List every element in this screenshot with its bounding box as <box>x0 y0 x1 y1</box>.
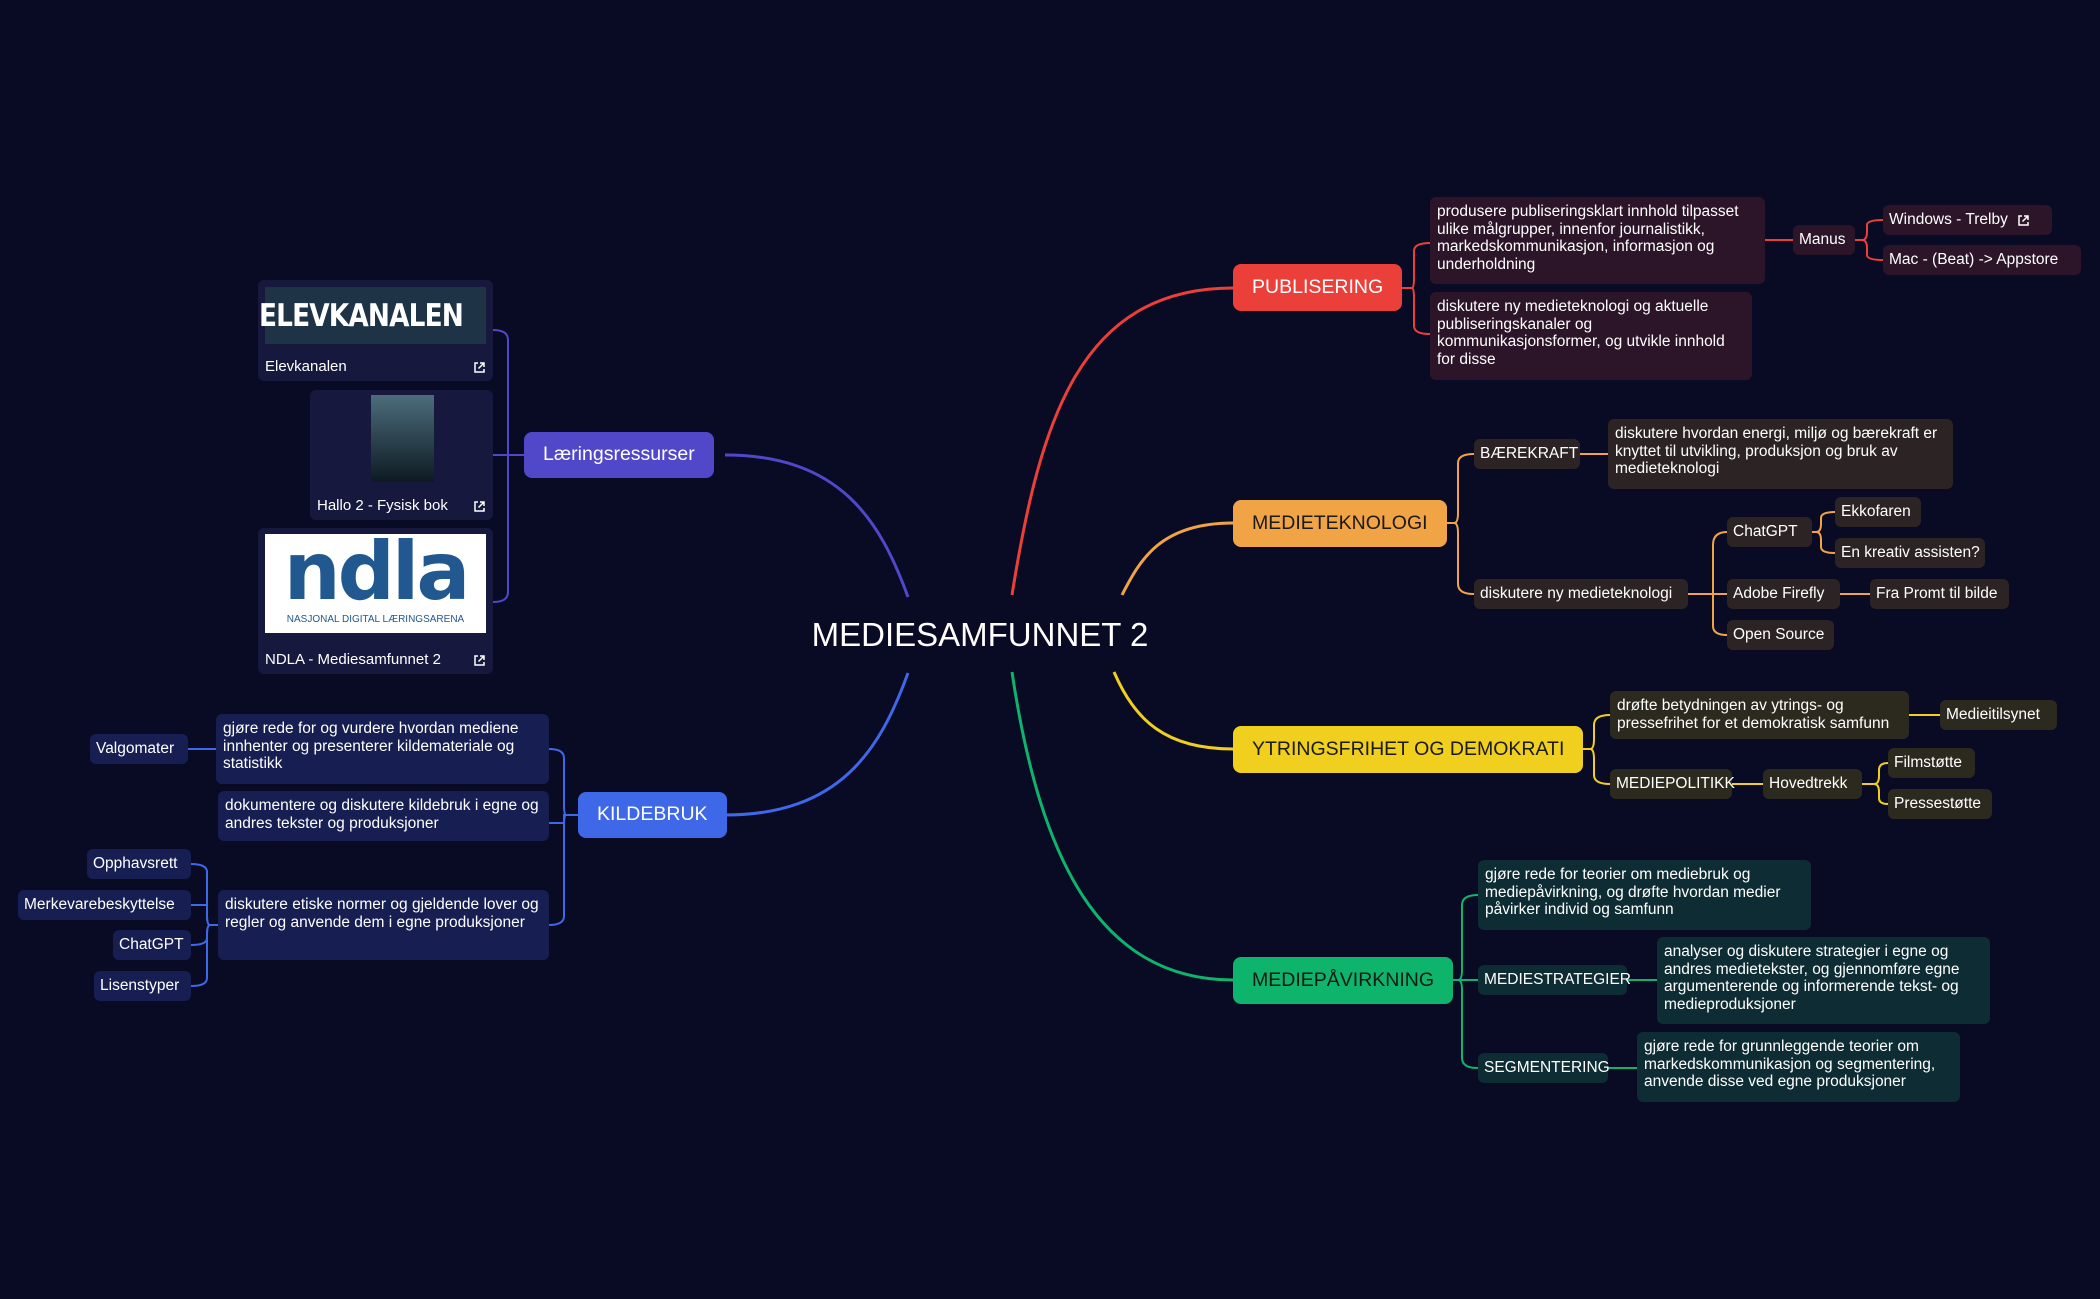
external-link-icon <box>474 655 485 666</box>
promt-til-bilde-node[interactable]: Fra Promt til bilde <box>1870 579 2009 609</box>
external-link-icon <box>474 362 485 373</box>
branch-publisering[interactable]: PUBLISERING <box>1233 264 1403 311</box>
mediepavirkning-goal[interactable]: gjøre rede for teorier om mediebruk og m… <box>1478 860 1811 930</box>
open-source-node[interactable]: Open Source <box>1727 620 1834 650</box>
ekkofaren-node[interactable]: Ekkofaren <box>1835 497 1921 527</box>
external-link-icon <box>474 501 485 512</box>
lisenstyper-node[interactable]: Lisenstyper <box>94 971 191 1001</box>
chatgpt-node[interactable]: ChatGPT <box>1727 517 1812 547</box>
windows-trelby-label: Windows - Trelby <box>1889 211 2008 229</box>
elevkanalen-label: Elevkanalen <box>265 358 347 375</box>
merkevarebeskyttelse-node[interactable]: Merkevarebeskyttelse <box>18 890 191 920</box>
chatgpt-kildebruk-node[interactable]: ChatGPT <box>113 930 191 960</box>
branch-laeringsressurser[interactable]: Læringsressurser <box>524 432 714 478</box>
branch-ytringsfrihet[interactable]: YTRINGSFRIHET OG DEMOKRATI <box>1233 726 1584 773</box>
ndla-card[interactable]: ndla NASJONAL DIGITAL LÆRINGSARENA NDLA … <box>258 528 493 674</box>
mediestrategier-node[interactable]: MEDIESTRATEGIER <box>1478 965 1631 995</box>
mediepolitikk-node[interactable]: MEDIEPOLITIKK <box>1610 769 1735 799</box>
elevkanalen-logo: ELEVKANALEN <box>259 287 486 344</box>
publisering-goal-1[interactable]: produsere publiseringsklart innhold tilp… <box>1430 197 1765 284</box>
ndla-logo: ndla NASJONAL DIGITAL LÆRINGSARENA <box>265 534 486 633</box>
hovedtrekk-node[interactable]: Hovedtrekk <box>1763 769 1862 799</box>
mediestrategier-goal[interactable]: analyser og diskutere strategier i egne … <box>1657 937 1990 1024</box>
ndla-label: NDLA - Mediesamfunnet 2 <box>265 651 441 668</box>
kreativ-assistent-node[interactable]: En kreativ assisten? <box>1835 538 1985 568</box>
pressestotte-node[interactable]: Pressestøtte <box>1888 789 1992 819</box>
filmstotte-node[interactable]: Filmstøtte <box>1888 748 1975 778</box>
baerekraft-goal[interactable]: diskutere hvordan energi, miljø og bærek… <box>1608 419 1953 489</box>
branch-mediepavirkning[interactable]: MEDIEPÅVIRKNING <box>1233 957 1454 1004</box>
adobe-firefly-node[interactable]: Adobe Firefly <box>1727 579 1840 609</box>
windows-trelby-link[interactable]: Windows - Trelby <box>1883 205 2052 235</box>
branch-kildebruk[interactable]: KILDEBRUK <box>578 792 727 838</box>
hallo-card[interactable]: Hallo 2 - Fysisk bok <box>310 390 493 520</box>
segmentering-goal[interactable]: gjøre rede for grunnleggende teorier om … <box>1637 1032 1960 1102</box>
mac-beat-node[interactable]: Mac - (Beat) -> Appstore <box>1883 245 2081 275</box>
central-topic[interactable]: MEDIESAMFUNNET 2 <box>811 616 1149 653</box>
external-link-icon <box>2018 214 2029 226</box>
valgomater-node[interactable]: Valgomater <box>90 734 188 764</box>
medietilsynet-node[interactable]: Medieitilsynet <box>1940 700 2057 730</box>
hallo-book-cover <box>371 395 434 482</box>
manus-node[interactable]: Manus <box>1793 225 1855 255</box>
ytringsfrihet-goal[interactable]: drøfte betydningen av ytrings- og presse… <box>1610 691 1909 739</box>
elevkanalen-card[interactable]: ELEVKANALEN Elevkanalen <box>258 280 493 381</box>
publisering-goal-2[interactable]: diskutere ny medieteknologi og aktuelle … <box>1430 292 1752 380</box>
kildebruk-goal-1[interactable]: gjøre rede for og vurdere hvordan medien… <box>216 714 549 784</box>
baerekraft-node[interactable]: BÆREKRAFT <box>1474 439 1580 469</box>
kildebruk-goal-3[interactable]: diskutere etiske normer og gjeldende lov… <box>218 890 549 960</box>
branch-medieteknologi[interactable]: MEDIETEKNOLOGI <box>1233 500 1447 547</box>
kildebruk-goal-2[interactable]: dokumentere og diskutere kildebruk i egn… <box>218 791 549 841</box>
ny-medieteknologi-node[interactable]: diskutere ny medieteknologi <box>1474 579 1688 609</box>
opphavsrett-node[interactable]: Opphavsrett <box>87 849 191 879</box>
hallo-label: Hallo 2 - Fysisk bok <box>317 497 448 514</box>
segmentering-node[interactable]: SEGMENTERING <box>1478 1053 1610 1083</box>
